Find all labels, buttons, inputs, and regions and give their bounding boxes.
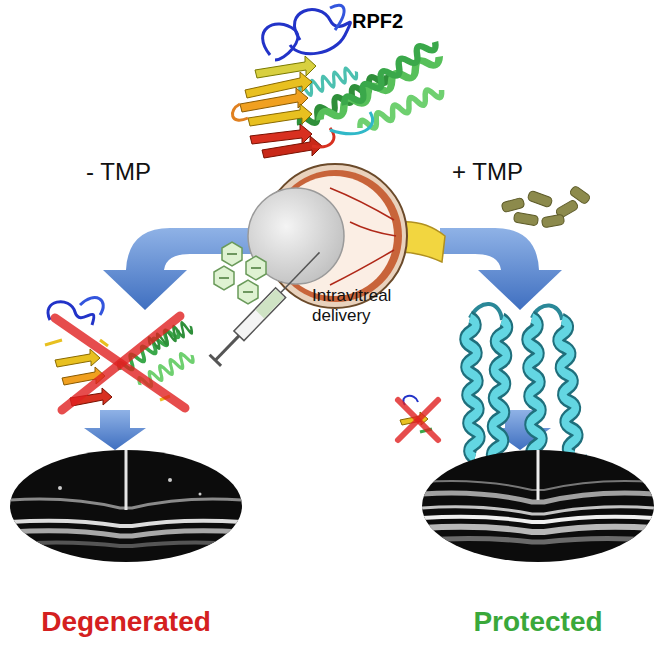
delivery-label: Intravitreal delivery bbox=[312, 286, 420, 325]
flow-arrow bbox=[84, 410, 146, 450]
rpf2-structure bbox=[232, 5, 444, 158]
outcome-label: Protected bbox=[473, 606, 602, 638]
result-panel: Protected bbox=[420, 448, 656, 638]
condition-label: - TMP bbox=[86, 158, 151, 186]
condition-label: + TMP bbox=[452, 158, 523, 186]
result-panel: Degenerated bbox=[8, 448, 244, 638]
degraded-protein bbox=[45, 298, 195, 410]
syringe bbox=[210, 247, 326, 366]
oct-scan bbox=[10, 450, 654, 562]
flow-arrow bbox=[103, 228, 262, 310]
tmp-molecules bbox=[214, 242, 266, 304]
flow-arrow bbox=[440, 228, 562, 310]
outcome-label: Degenerated bbox=[41, 606, 211, 638]
helix-bundle bbox=[464, 304, 585, 473]
food-pellets bbox=[501, 185, 591, 228]
protein-name: RPF2 bbox=[352, 10, 403, 33]
degraded-fragment bbox=[398, 396, 438, 440]
